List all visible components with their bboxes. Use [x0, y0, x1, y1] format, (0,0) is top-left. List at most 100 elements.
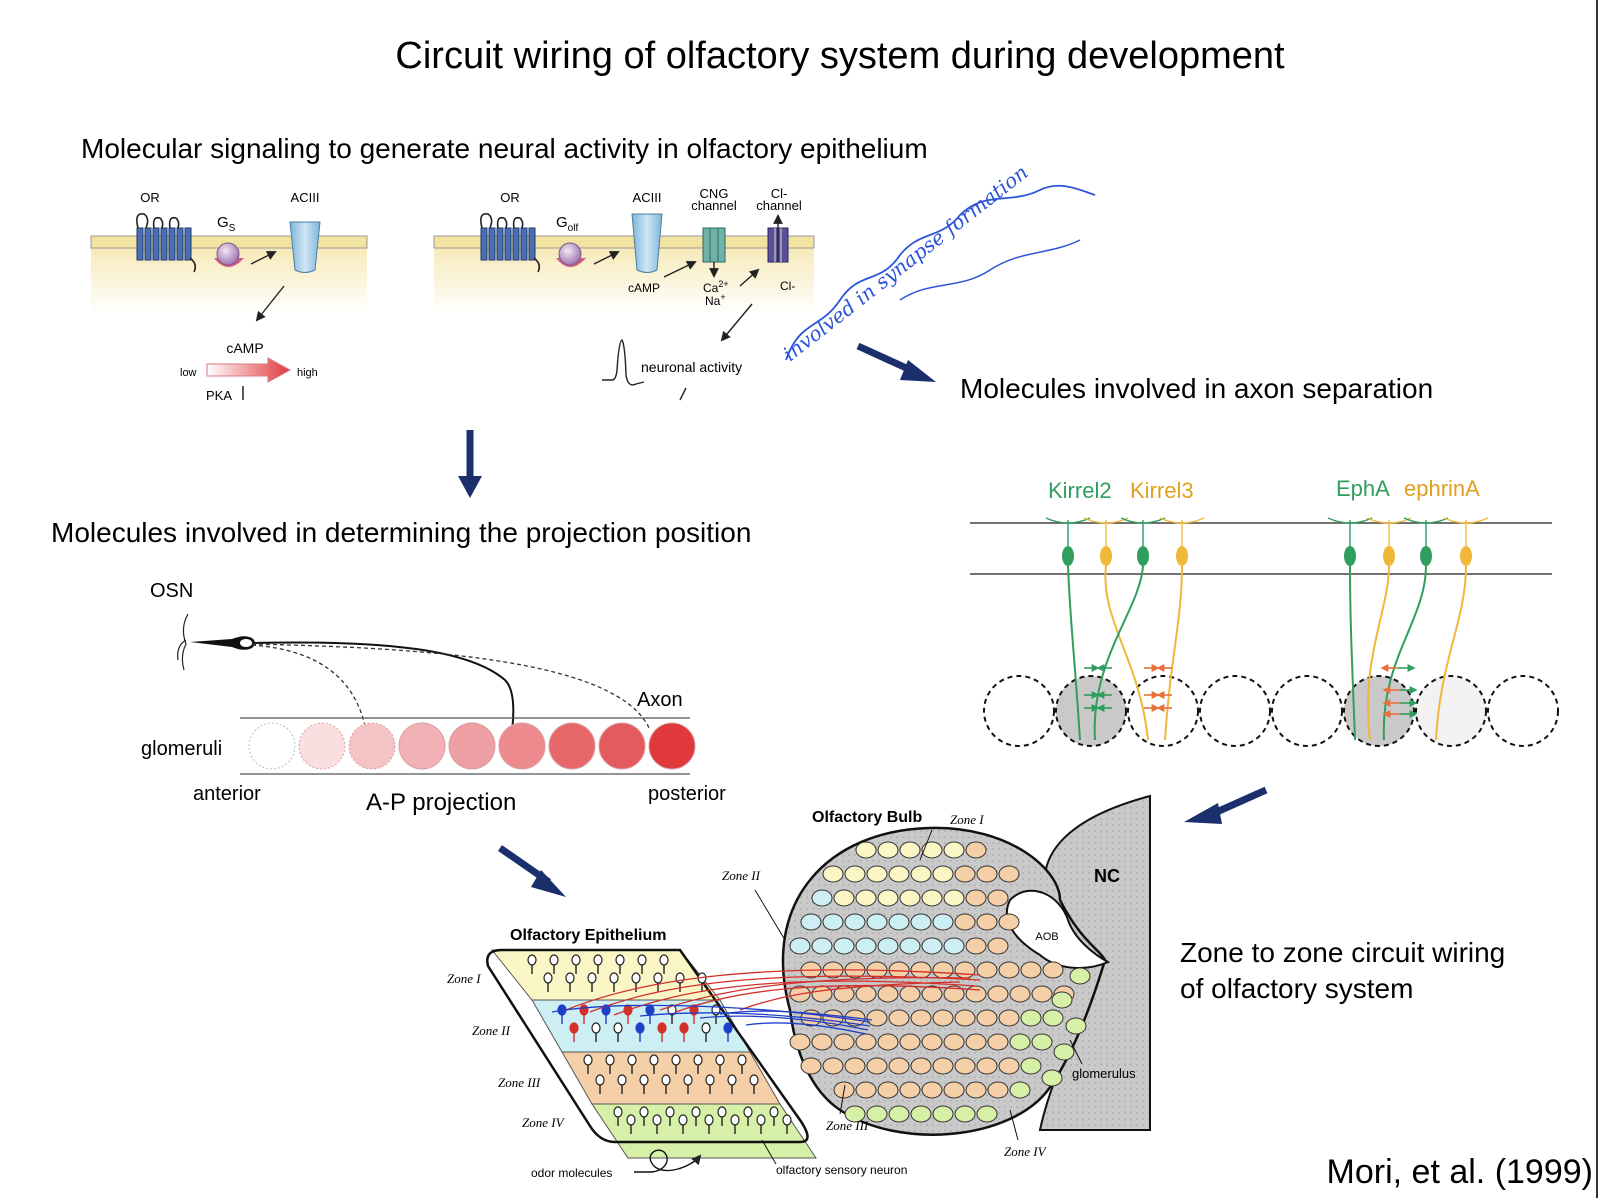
bulb-glomerulus [844, 865, 866, 883]
arrow-to-axon-separation [856, 342, 936, 382]
svg-text:PKA: PKA [206, 388, 232, 403]
epithelium-neuron [693, 1054, 703, 1074]
svg-text:OR: OR [140, 190, 160, 205]
bulb-glomerulus [789, 937, 811, 955]
zone-wiring-heading-1: Zone to zone circuit wiring [1180, 937, 1505, 968]
bulb-glomerulus [965, 1033, 987, 1051]
epithelium-neuron [683, 1074, 693, 1094]
bulb-glomerulus [1020, 1057, 1042, 1075]
glomerulus-7 [548, 722, 596, 770]
bulb-glomerulus [954, 913, 976, 931]
bulb-glomerulus [888, 961, 910, 979]
epithelium-neuron [571, 954, 581, 974]
bulb-glomerulus [800, 1057, 822, 1075]
bulb-glomerulus [877, 841, 899, 859]
epithelium-neuron [615, 954, 625, 974]
bulb-glomerulus [921, 937, 943, 955]
bulb-glomerulus [943, 1081, 965, 1099]
epithelium-neuron [769, 1106, 779, 1126]
signaling-heading: Molecular signaling to generate neural a… [81, 133, 928, 164]
bulb-glomerulus [877, 985, 899, 1003]
bulb-glomerulus [1020, 961, 1042, 979]
bulb-glomerulus [965, 889, 987, 907]
bulb-glomerulus [954, 865, 976, 883]
bulb-glomerulus [822, 1057, 844, 1075]
svg-text:EphA: EphA [1336, 476, 1390, 501]
bulb-glomerulus [800, 913, 822, 931]
epithelium-neuron [659, 954, 669, 974]
bulb-glomerulus [866, 1057, 888, 1075]
epithelium-neuron [613, 1022, 623, 1042]
epithelium-neuron [613, 1106, 623, 1126]
bulb-glomerulus [932, 961, 954, 979]
epithelium-neuron [657, 1022, 667, 1042]
bulb-glomerulus [998, 865, 1020, 883]
epithelium-neuron [653, 972, 663, 992]
bulb-glomerulus [932, 913, 954, 931]
epithelium-neuron [595, 1074, 605, 1094]
bulb-glomerulus [965, 841, 987, 859]
bulb-glomerulus [921, 985, 943, 1003]
bulb-glomerulus [954, 1105, 976, 1123]
bulb-glomerulus [822, 865, 844, 883]
na-label: Na+ [705, 292, 726, 308]
bulb-glomerulus [954, 1057, 976, 1075]
glomerulus-9 [648, 722, 696, 770]
bulb-glomerulus [987, 889, 1009, 907]
aciii-channel-icon-2 [631, 213, 663, 273]
gs-label: GS [217, 214, 236, 234]
epithelium-neuron [635, 1022, 645, 1042]
bulb-glomerulus [910, 913, 932, 931]
arrow-to-zone-diagram-left [498, 845, 566, 897]
epithelium-neuron [715, 1054, 725, 1074]
svg-text:NC: NC [1094, 866, 1120, 886]
epithelium-neuron [678, 1114, 688, 1134]
bulb-glomerulus [877, 937, 899, 955]
svg-text:olfactory sensory neuron: olfactory sensory neuron [776, 1163, 907, 1177]
svg-text:low: low [180, 367, 197, 379]
epithelium-neuron [587, 972, 597, 992]
epithelium-zone-4 [591, 1103, 817, 1159]
svg-text:Kirrel3: Kirrel3 [1130, 478, 1194, 503]
bulb-glomerulus [976, 865, 998, 883]
epithelium-neuron [665, 1106, 675, 1126]
projection-heading: Molecules involved in determining the pr… [51, 517, 751, 548]
bulb-glomerulus [888, 1057, 910, 1075]
bulb-glomerulus [921, 1033, 943, 1051]
svg-text:Zone I: Zone I [447, 971, 481, 986]
flow-arrows [458, 342, 1268, 897]
separation-glomerulus [1199, 675, 1271, 747]
bulb-glomerulus [976, 1009, 998, 1027]
epithelium-neuron [743, 1106, 753, 1126]
epithelium-neuron [730, 1114, 740, 1134]
bulb-glomerulus [866, 865, 888, 883]
bulb-glomerulus [998, 961, 1020, 979]
epithelium-neuron [727, 1074, 737, 1094]
glomerulus-5 [448, 722, 496, 770]
bulb-glomerulus [1009, 1081, 1031, 1099]
epithelium-neuron [565, 972, 575, 992]
epithelium-neuron [671, 1054, 681, 1074]
bulb-glomerulus [1069, 967, 1091, 985]
aciii-channel-icon [289, 221, 321, 273]
separation-glomerulus [1415, 675, 1487, 747]
zone-wiring-diagram: NC AOB Olfactory Bulb Zone I Zone II Zon… [447, 794, 1151, 1180]
bulb-glomerulus [1009, 1033, 1031, 1051]
bulb-glomerulus [998, 1009, 1020, 1027]
svg-text:neuronal activity: neuronal activity [641, 359, 742, 375]
epithelium-neuron [749, 1074, 759, 1094]
epithelium-neuron [705, 1074, 715, 1094]
bulb-glomerulus [943, 889, 965, 907]
bulb-glomerulus [855, 1033, 877, 1051]
epithelium-neuron [717, 1106, 727, 1126]
bulb-glomerulus [877, 1033, 899, 1051]
bulb-glomerulus [976, 961, 998, 979]
bulb-glomerulus [954, 961, 976, 979]
repulsion-arrows [1084, 664, 1418, 718]
bulb-glomerulus [976, 1057, 998, 1075]
epithelium-neuron [591, 1022, 601, 1042]
svg-text:Cl-: Cl- [780, 279, 795, 293]
epithelium-neuron [691, 1106, 701, 1126]
svg-text:Zone IV: Zone IV [522, 1115, 566, 1130]
bulb-glomerulus [833, 889, 855, 907]
